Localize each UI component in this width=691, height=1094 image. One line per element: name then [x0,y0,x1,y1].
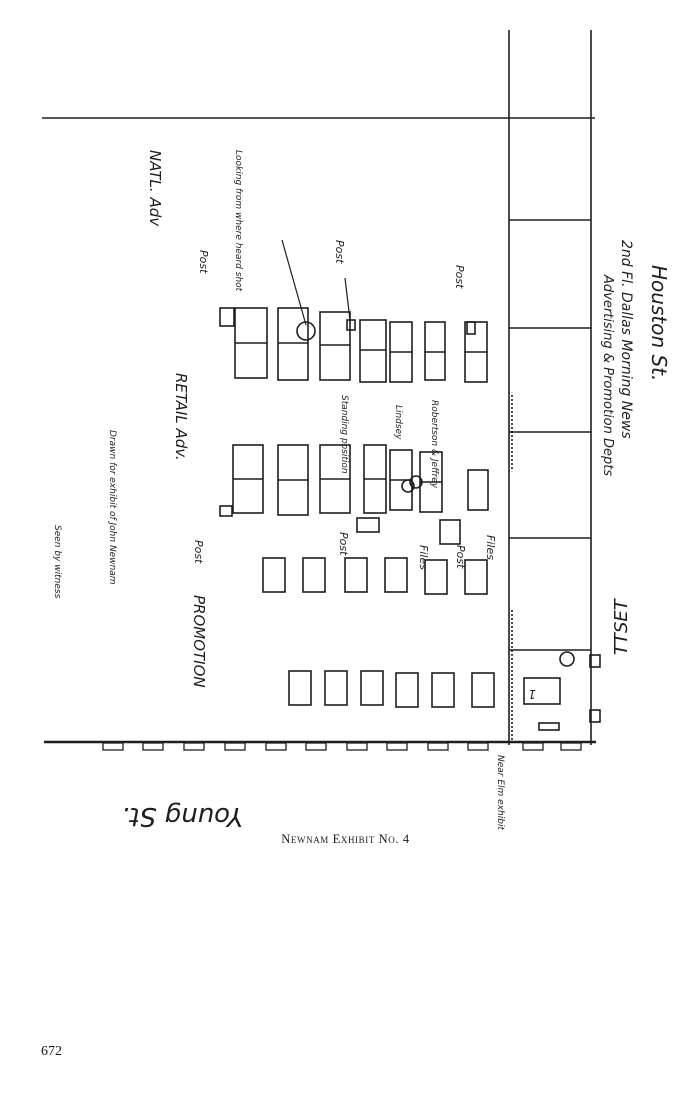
post-label-2: Post [333,240,346,264]
section-retail: RETAIL Adv. [172,373,190,461]
floor-plan-sketch: Houston St. 2nd Fl. Dallas Morning News … [42,30,671,830]
section-promotion: PROMOTION [190,595,208,688]
note-loading: Looking from where heard shot [233,150,243,292]
label-tset: TTSET [611,597,632,655]
note-lindsey: Lindsey [393,405,403,440]
post-label-4: Post [192,540,205,564]
note-standing: Standing position [339,395,349,474]
exhibit-caption: Newnam Exhibit No. 4 [281,832,410,846]
desk-block-retail [219,444,489,545]
header-line-2: Advertising & Promotion Depts [600,274,615,476]
desk-block-natl [219,307,488,383]
note-bottom-right: Near Elm exhibit [495,755,505,830]
files-label-2: Files [484,535,497,560]
note-robertson: Robertson & Jeffrey [429,400,439,489]
files-label-1: Files [417,545,430,570]
desk-block-promotion [262,557,601,731]
page-number: 672 [41,1044,62,1059]
header-line-1: 2nd Fl. Dallas Morning News [618,240,634,439]
note-signature: Seen by witness [52,525,62,599]
post-label-5: Post [337,532,350,556]
post-label-6: Post [454,545,467,569]
street-houston: Houston St. [647,265,671,381]
street-young: Young St. [121,801,243,830]
post-label-3: Post [453,265,466,289]
section-natl: NATL. Adv [146,150,164,227]
desk-number-corner: 1 [528,687,536,701]
note-lower-left: Drawn for exhibit of John Newnam [107,430,117,585]
post-label-1: Post [197,250,210,274]
